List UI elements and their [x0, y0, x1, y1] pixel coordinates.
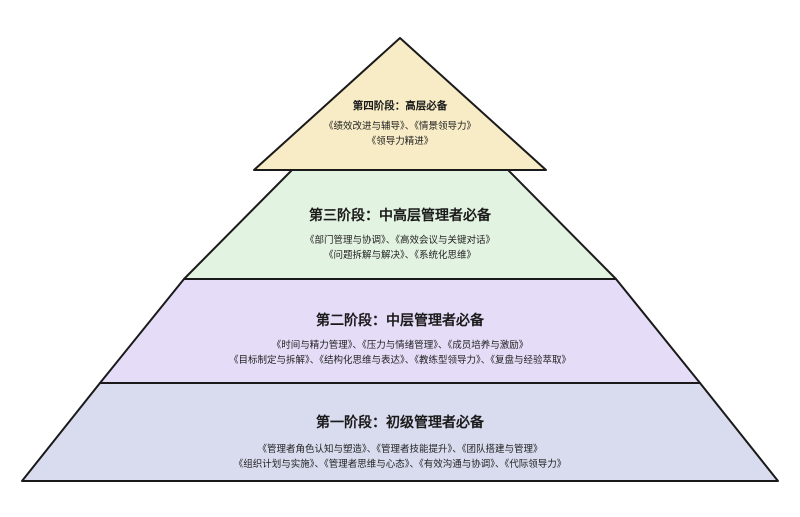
stage2-courses-line1: 《时间与精力管理》、《压力与情绪管理》、《成员培养与激励》 [271, 340, 529, 351]
stage3-courses-line1: 《部门管理与协调》、《高效会议与关键对话》 [304, 235, 495, 246]
stage2-courses-line2: 《目标制定与拆解》、《结构化思维与表达》、《教练型领导力》、《复盘与经验萃取》 [228, 355, 571, 366]
stage1-courses-line1: 《管理者角色认知与塑造》、《管理者技能提升》、《团队搭建与管理》 [257, 444, 543, 455]
stage1-courses-line2: 《组织计划与实施》、《管理者思维与心态》、《有效沟通与协调》、《代际领导力》 [233, 459, 567, 470]
stage2-label: 第二阶段：中层管理者必备 《时间与精力管理》、《压力与情绪管理》、《成员培养与激… [150, 310, 650, 368]
stage3-label: 第三阶段：中高层管理者必备 《部门管理与协调》、《高效会议与关键对话》 《问题拆… [220, 205, 580, 263]
stage2-title: 第二阶段：中层管理者必备 [316, 313, 484, 329]
stage4-courses-line2: 《领导力精进》 [366, 136, 434, 147]
stage4-band [253, 37, 547, 171]
stage4-courses-line1: 《绩效改进与辅导》、《情景领导力》 [323, 121, 476, 132]
stage3-title: 第三阶段：中高层管理者必备 [309, 208, 491, 224]
stage1-label: 第一阶段：初级管理者必备 《管理者角色认知与塑造》、《管理者技能提升》、《团队搭… [120, 412, 680, 472]
stage3-courses-line2: 《问题拆解与解决》、《系统化思维》 [323, 250, 476, 261]
stage4-label: 第四阶段：高层必备 《绩效改进与辅导》、《情景领导力》 《领导力精进》 [270, 98, 530, 149]
stage4-title: 第四阶段：高层必备 [352, 100, 448, 112]
stage1-title: 第一阶段：初级管理者必备 [316, 415, 484, 431]
